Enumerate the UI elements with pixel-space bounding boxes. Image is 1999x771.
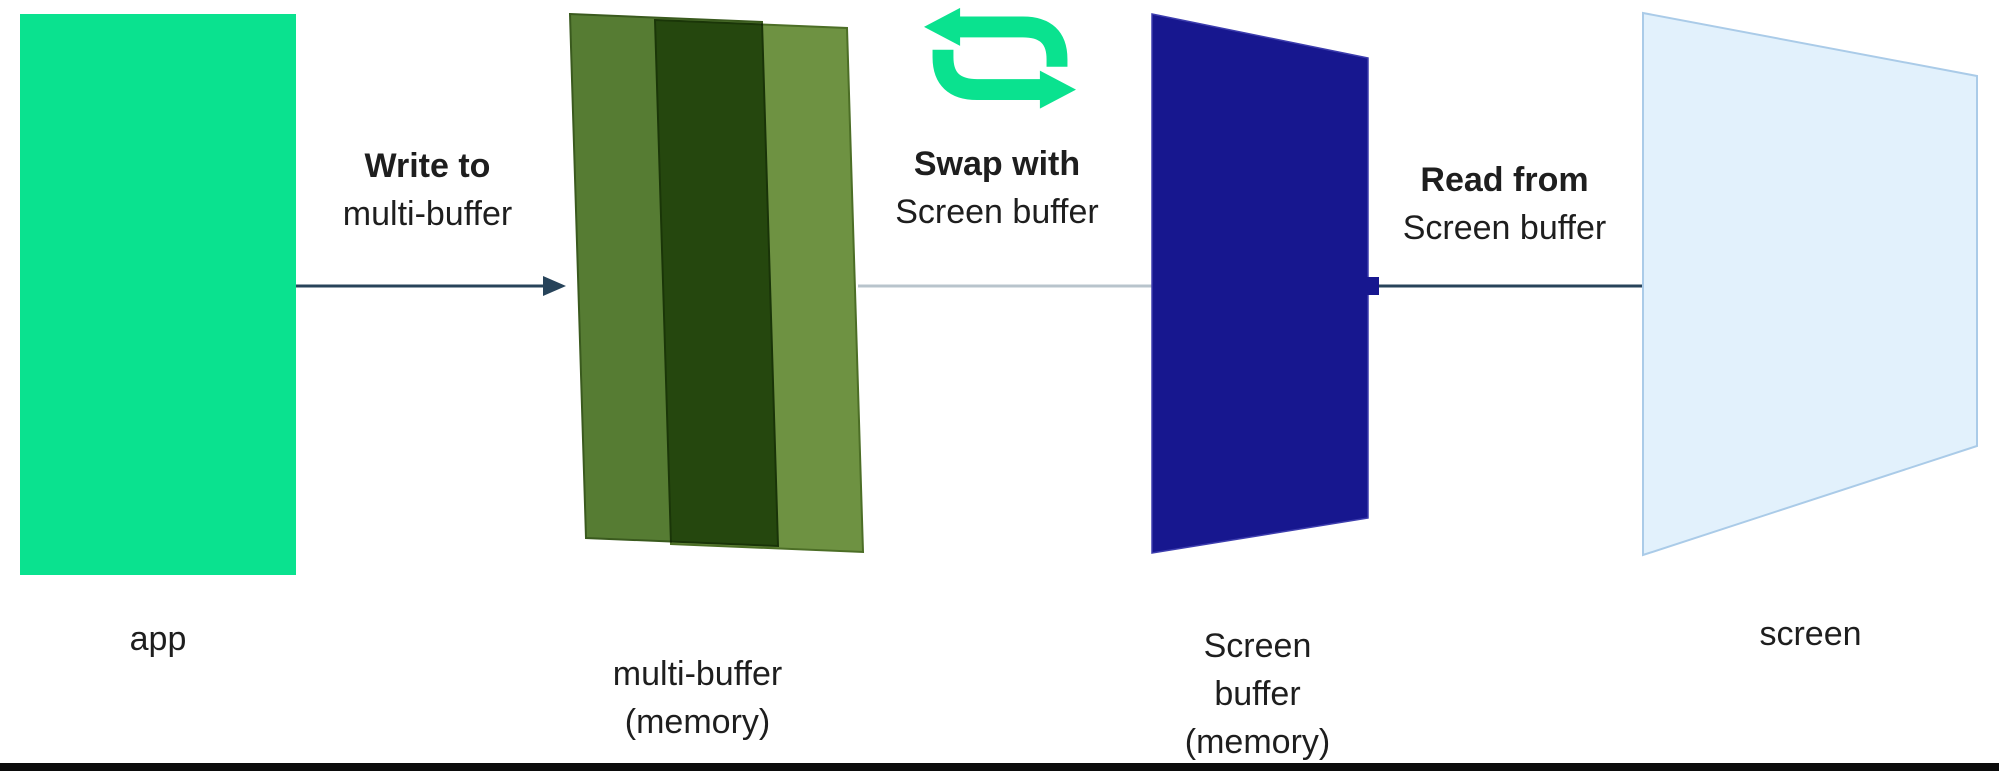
swap-loop-arrows-icon	[924, 7, 1076, 109]
screen-buffer-node-shape	[1151, 13, 1369, 554]
screen-buffer-label-line3: (memory)	[1184, 723, 1331, 761]
multi-buffer-label-line2: (memory)	[624, 703, 771, 741]
screen-node-label: screen	[1668, 610, 1953, 658]
screen-node-shape	[1642, 11, 1978, 557]
swap-icon-bottom-arc	[932, 46, 1042, 101]
read-edge-emphasis: Read from	[1420, 161, 1589, 199]
multi-buffer-node-label: multi-buffer (memory)	[555, 650, 840, 746]
app-node-label: app	[20, 615, 296, 663]
swap-icon-left-arrowhead	[924, 7, 961, 46]
write-edge-label: Write to multi-buffer	[295, 142, 560, 238]
read-edge-text: Screen buffer	[1402, 209, 1607, 247]
swap-icon-top-arc	[958, 16, 1068, 70]
swap-edge-text: Screen buffer	[895, 193, 1099, 231]
swap-edge-label: Swap with Screen buffer	[857, 140, 1137, 236]
bottom-rule	[0, 763, 1999, 771]
app-node-shape	[20, 14, 296, 575]
multi-buffer-label-line1: multi-buffer	[612, 655, 783, 693]
app-node-label-text: app	[129, 620, 187, 658]
read-connector-square	[1361, 277, 1379, 295]
screen-buffer-label-line1: Screen	[1203, 627, 1312, 665]
read-edge-label: Read from Screen buffer	[1362, 156, 1647, 252]
write-arrowhead-icon	[543, 276, 566, 296]
write-edge-emphasis: Write to	[364, 147, 491, 185]
swap-icon-right-arrowhead	[1039, 70, 1076, 109]
screen-buffer-node-label: Screen buffer (memory)	[1115, 622, 1400, 766]
swap-edge-emphasis: Swap with	[913, 145, 1081, 183]
screen-buffer-label-line2: buffer	[1214, 675, 1301, 713]
screen-node-label-text: screen	[1759, 615, 1862, 653]
write-edge-text: multi-buffer	[342, 195, 513, 233]
multi-buffer-front-sheet	[653, 18, 865, 554]
